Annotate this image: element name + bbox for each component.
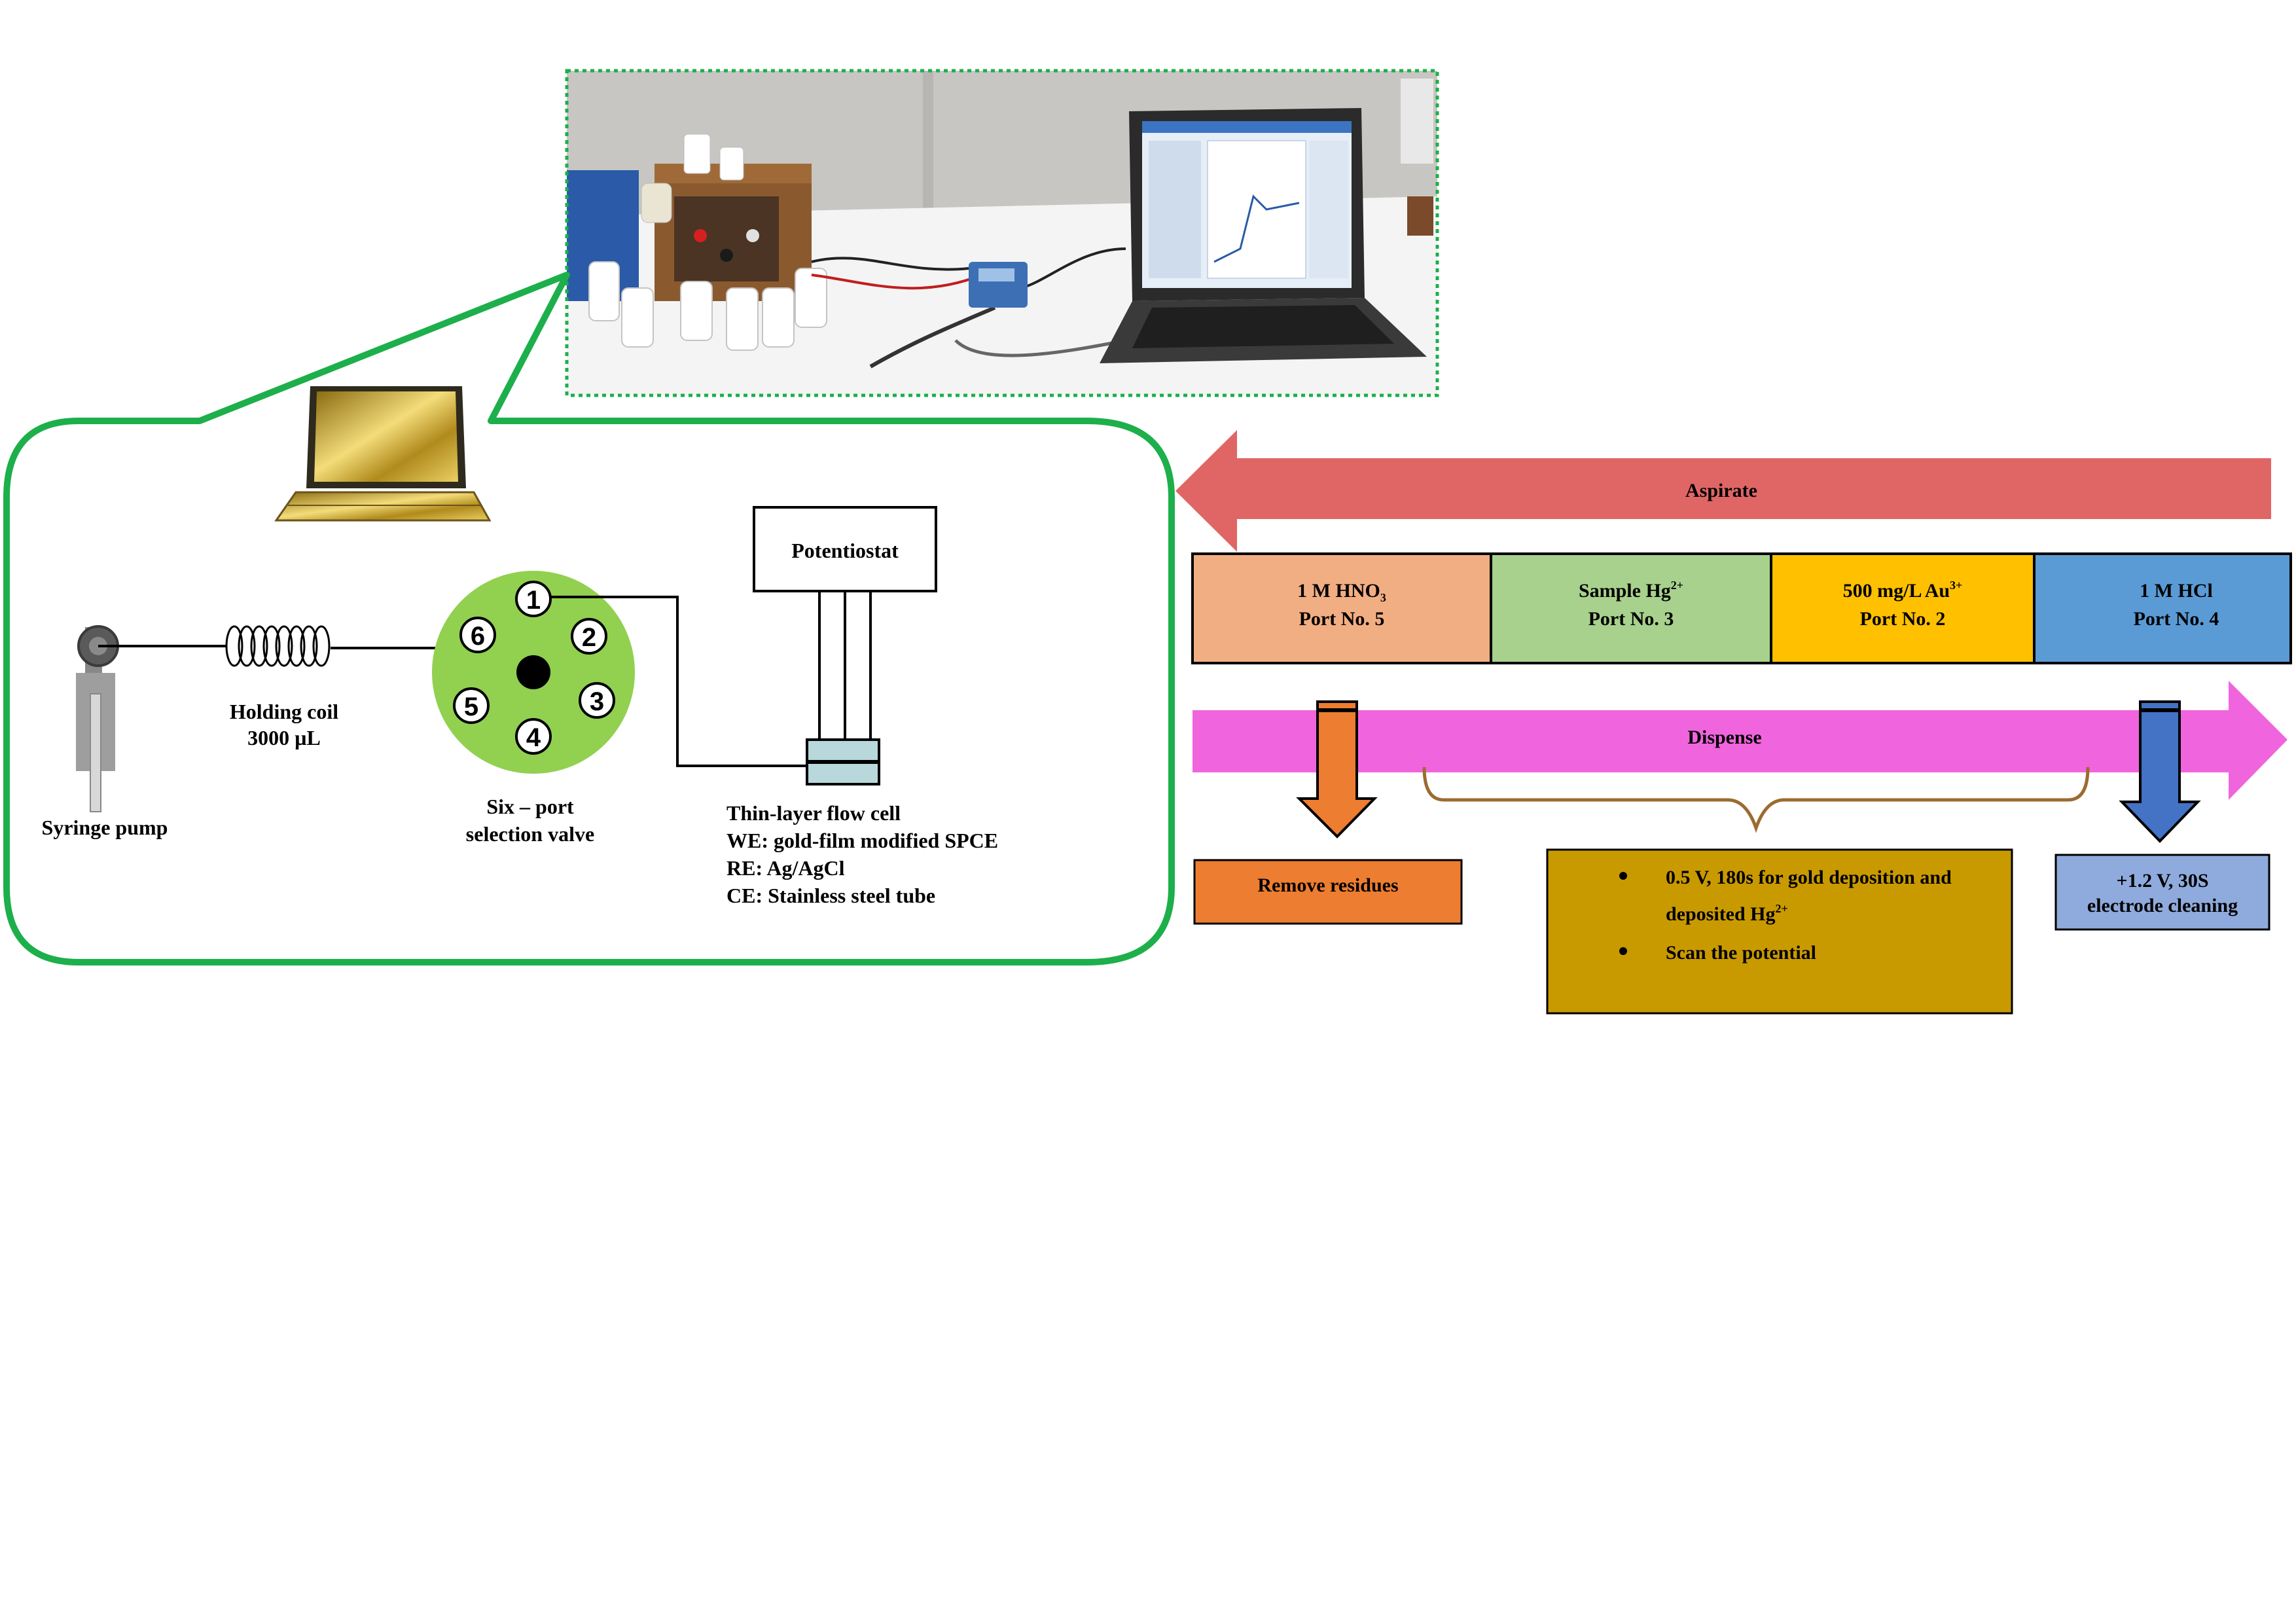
svg-text:Port No. 5: Port No. 5 [1299, 608, 1385, 630]
valve-port-1: 1 [515, 581, 552, 617]
valve-port-3: 3 [579, 682, 615, 719]
flow-cell-title: Thin-layer flow cell [726, 801, 901, 825]
svg-text:1 M HNO3: 1 M HNO3 [1297, 580, 1386, 604]
holding-coil-volume: 3000 µL [247, 726, 321, 749]
port-box-hcl: 1 M HCl Port No. 4 [2033, 552, 2292, 664]
cleaning-step-2: electrode cleaning [2087, 895, 2238, 916]
svg-text:1 M HCl: 1 M HCl [2140, 580, 2213, 602]
svg-text:Port No. 4: Port No. 4 [2134, 608, 2219, 630]
svg-text:5: 5 [464, 693, 478, 721]
valve-label-2: selection valve [466, 822, 594, 846]
syringe-pump-icon [76, 625, 119, 812]
valve-port-4: 4 [515, 718, 552, 755]
svg-text:4: 4 [526, 723, 541, 752]
svg-text:500 mg/L Au3+: 500 mg/L Au3+ [1843, 579, 1963, 602]
remove-down-arrow [1296, 700, 1378, 839]
svg-text:3: 3 [590, 687, 604, 716]
cleaning-down-arrow [2119, 700, 2201, 843]
cleaning-step-1: +1.2 V, 30S [2116, 870, 2208, 892]
svg-text:Sample Hg2+: Sample Hg2+ [1579, 579, 1683, 602]
holding-coil-label: Holding coil [230, 700, 338, 723]
cleaning-box [2054, 854, 2270, 931]
holding-coil-icon [225, 625, 331, 667]
setup-photo [567, 71, 1437, 395]
electrode-leads [818, 591, 872, 740]
port-box-gold: 500 mg/L Au3+ Port No. 2 [1770, 552, 2036, 664]
aspirate-arrow [1175, 430, 2271, 552]
svg-text:1: 1 [526, 586, 541, 615]
valve-label: Six – port [486, 795, 574, 818]
valve-port-5: 5 [453, 687, 490, 724]
svg-text:6: 6 [471, 622, 485, 651]
valve-port-2: 2 [571, 618, 607, 655]
port-box-sample: Sample Hg2+ Port No. 3 [1490, 552, 1772, 664]
svg-text:2: 2 [582, 623, 596, 652]
flow-cell-icon [806, 738, 880, 785]
six-port-valve: 1 2 3 4 5 6 [432, 571, 635, 774]
deposition-step-1: 0.5 V, 180s for gold deposition and [1666, 867, 1952, 888]
flow-cell-we: WE: gold-film modified SPCE [726, 829, 998, 852]
svg-text:Port No. 2: Port No. 2 [1860, 608, 1946, 630]
syringe-pump-label: Syringe pump [42, 816, 168, 839]
bullet-icon [1619, 872, 1627, 880]
dispense-label: Dispense [1687, 727, 1761, 748]
deposition-step-2: Scan the potential [1666, 942, 1816, 964]
port-box-hno3: 1 M HNO3 Port No. 5 [1191, 552, 1492, 664]
deposition-step-1-cont: deposited Hg2+ [1666, 902, 1788, 925]
dispense-arrow [1193, 681, 2287, 800]
flow-cell-re: RE: Ag/AgCl [726, 856, 845, 880]
remove-residues-box [1193, 859, 1463, 925]
flow-cell-ce: CE: Stainless steel tube [726, 884, 935, 907]
bullet-icon [1619, 947, 1627, 955]
valve-port-6: 6 [459, 617, 496, 653]
aspirate-label: Aspirate [1685, 480, 1757, 501]
svg-text:Port No. 3: Port No. 3 [1588, 608, 1674, 630]
potentiostat-label: Potentiostat [791, 539, 899, 562]
computer-icon [274, 386, 492, 522]
tubing-valve-cell [550, 596, 808, 767]
remove-residues-label: Remove residues [1257, 875, 1398, 896]
photo-frame [565, 69, 1439, 397]
deposition-brace [1422, 767, 2090, 833]
